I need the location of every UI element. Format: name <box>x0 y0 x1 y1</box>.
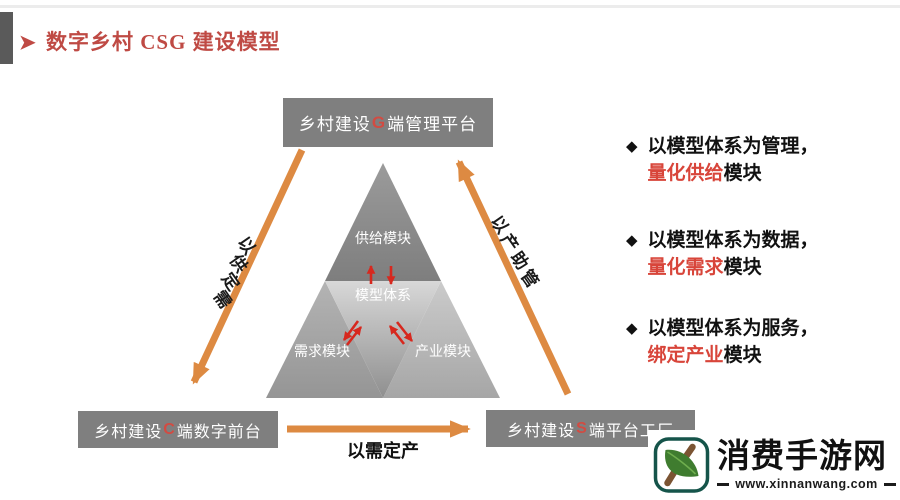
divider-line <box>717 482 730 486</box>
pyramid-top-section <box>325 163 441 281</box>
pyramid-center-section <box>325 281 441 398</box>
arrow-top-to-bottomleft <box>190 148 306 385</box>
box-text-suffix: 端管理平台 <box>387 115 478 134</box>
arrow-bottomright-to-top <box>455 159 572 396</box>
pyramid-left-section <box>266 281 383 398</box>
box-text-prefix: 乡村建设 <box>298 115 371 134</box>
watermark-logo-icon <box>653 437 710 493</box>
red-arrow-from-industry <box>388 325 406 345</box>
bullet-item-industry: ◆ 以模型体系为服务， 绑定产业模块 <box>626 315 894 369</box>
bullet-emphasis: 量化供给 <box>647 163 724 184</box>
bullet-emphasis: 绑定产业 <box>647 345 724 366</box>
bullet-tail: 模块 <box>723 163 762 184</box>
box-text-prefix: 乡村建设 <box>507 422 576 440</box>
diamond-bullet-icon: ◆ <box>626 320 638 337</box>
diamond-bullet-icon: ◆ <box>626 232 638 249</box>
divider-line <box>883 482 896 486</box>
box-accent-letter-c: C <box>163 420 176 438</box>
bullet-item-supply: ◆ 以模型体系为管理， 量化供给模块 <box>626 133 894 187</box>
bullet-tail: 模块 <box>723 257 762 278</box>
box-text-suffix: 端数字前台 <box>176 423 262 441</box>
bullet-item-demand: ◆ 以模型体系为数据， 量化需求模块 <box>626 227 894 281</box>
box-accent-letter-g: G <box>371 112 387 132</box>
diamond-bullet-icon: ◆ <box>626 138 638 155</box>
title-arrow-icon: ➤ <box>19 32 36 54</box>
page-title: 数字乡村 CSG 建设模型 <box>46 30 281 54</box>
box-text-prefix: 乡村建设 <box>94 423 163 441</box>
watermark-site-url: www.xinnanwang.com <box>735 477 878 491</box>
bullet-line1: 以模型体系为管理， <box>647 136 819 157</box>
pyramid-label-industry-module: 产业模块 <box>415 343 471 359</box>
red-arrow-to-industry <box>395 321 414 342</box>
red-arrow-to-demand <box>342 320 360 341</box>
red-arrow-from-demand <box>345 326 363 346</box>
bullet-emphasis: 量化需求 <box>647 257 724 278</box>
pyramid-label-model-system: 模型体系 <box>355 287 411 303</box>
title-accent-bar <box>0 12 13 64</box>
watermark-site-name: 消费手游网 <box>717 439 887 475</box>
bullet-line1: 以模型体系为数据， <box>647 230 819 251</box>
top-divider <box>0 5 900 8</box>
pyramid-label-supply-module: 供给模块 <box>355 230 411 246</box>
bullet-tail: 模块 <box>723 345 762 366</box>
pyramid-label-demand-module: 需求模块 <box>294 343 350 359</box>
bullet-line1: 以模型体系为服务， <box>647 318 819 339</box>
watermark-panel: 消费手游网 www.xinnanwang.com <box>648 430 900 500</box>
arrow-label-bottom: 以需定产 <box>347 441 419 461</box>
model-exchange-arrows <box>342 264 414 346</box>
box-accent-letter-s: S <box>576 419 588 437</box>
pyramid-right-section <box>383 281 500 398</box>
